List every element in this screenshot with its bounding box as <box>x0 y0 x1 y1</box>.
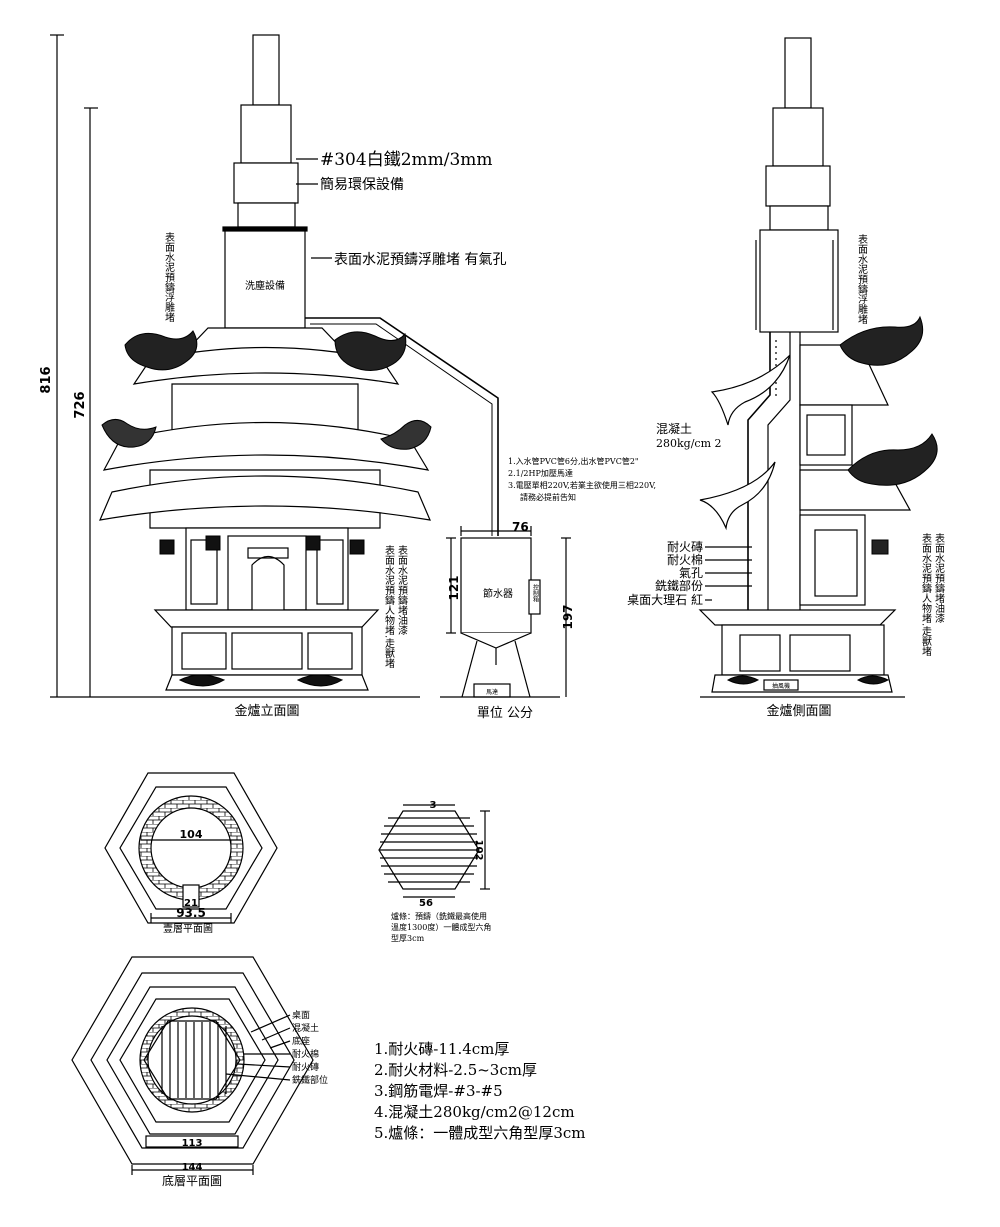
concrete-label: 混凝土 <box>656 421 692 436</box>
water-saver-unit <box>440 526 571 698</box>
side-title: 金爐側面圖 <box>766 703 831 719</box>
water-note-2: 2.1/2HP加壓馬達 <box>508 468 573 478</box>
unit-label: 單位 公分 <box>477 706 533 721</box>
spec-list: 1.耐火磚-11.4cm厚 2.耐火材料-2.5~3cm厚 3.鋼筋電焊-#3-… <box>374 1040 585 1142</box>
plan2-grate-bars <box>161 1022 227 1098</box>
spec-item: 2.耐火材料-2.5~3cm厚 <box>374 1061 537 1079</box>
spec-item: 4.混凝土280kg/cm2@12cm <box>374 1103 575 1121</box>
label-cement-top: 表面水泥預鑄浮雕堵 有氣孔 <box>334 252 506 268</box>
label-steel: #304白鐵2mm/3mm <box>320 150 493 170</box>
water-dim-total: 197 <box>561 604 575 629</box>
plan1-dim-inner: 104 <box>180 828 203 841</box>
water-dim-width: 76 <box>512 520 529 534</box>
plan2-dim-inner: 113 <box>182 1138 203 1149</box>
spec-item: 5.爐條：一體成型六角型厚3cm <box>374 1124 585 1142</box>
plan2-label-4: 耐火棉 <box>292 1048 319 1060</box>
grate-caption-3: 型厚3cm <box>391 934 425 943</box>
vertical-right-note-a: 表面水泥預鑄人物堵.走獸堵 <box>383 544 395 669</box>
side-vertical-a: 表面水泥預鑄人物堵.走獸堵 <box>920 532 932 657</box>
side-vertical-b: 表面水泥預鑄堵油漆 <box>933 532 945 623</box>
side-layer-2: 耐火棉 <box>667 553 703 567</box>
dim-total-label: 816 <box>39 366 54 393</box>
side-layer-4: 銑鐵部份 <box>655 578 703 593</box>
water-note-4: 請務必提前告知 <box>520 492 576 502</box>
spec-item: 3.鋼筋電焊-#3-#5 <box>374 1082 503 1100</box>
spec-item: 1.耐火磚-11.4cm厚 <box>374 1040 509 1058</box>
concrete-spec: 280kg/cm 2 <box>656 437 722 450</box>
dim-body-label: 726 <box>73 391 88 418</box>
water-tank-label: 節水器 <box>483 587 513 600</box>
water-note-3: 3.電壓單相220V,若業主欲使用三相220V, <box>508 480 656 490</box>
dragon-ornaments-elevation <box>101 330 432 687</box>
grate-dim-bottom: 56 <box>419 898 433 909</box>
plan2-title: 底層平面圖 <box>162 1173 222 1188</box>
elevation-view <box>50 34 499 698</box>
plan2-view <box>71 956 314 1175</box>
plan1-title: 壹層平面圖 <box>163 922 213 935</box>
side-vertical-top: 表面水泥預鑄浮雕堵 <box>856 233 868 325</box>
plan2-label-6: 銑鐵部位 <box>292 1074 328 1086</box>
vertical-left-note: 表面水泥預鑄浮雕堵 <box>163 231 175 323</box>
grate-dim-top: 3 <box>430 800 437 811</box>
water-pump-label: 馬達 <box>486 688 498 696</box>
grate-bars <box>380 817 478 883</box>
grate-caption-2: 溫度1300度）一體成型六角 <box>391 922 491 932</box>
water-dim-height: 121 <box>447 575 461 600</box>
plan1-view <box>104 772 278 924</box>
side-layer-1: 耐火磚 <box>667 540 703 554</box>
vertical-right-note-b: 表面水泥預鑄堵油漆 <box>396 544 408 635</box>
grate-view <box>378 804 490 898</box>
side-layer-5: 桌面大理石 紅 <box>627 593 703 607</box>
label-environment: 簡易環保設備 <box>320 177 404 193</box>
plan1-dim-door: 21 <box>184 898 198 909</box>
fan-label: 抽風機 <box>772 682 790 690</box>
dragon-ornaments-side <box>726 315 938 685</box>
plan2-label-1: 桌面 <box>292 1009 310 1021</box>
grate-caption-1: 爐條：預鑄（銑鐵最高使用 <box>391 911 487 921</box>
plan2-label-2: 混凝土 <box>292 1022 319 1034</box>
plan2-label-5: 耐火磚 <box>292 1061 319 1073</box>
side-layer-3: 氣孔 <box>679 566 703 580</box>
plan2-dim-outer: 144 <box>182 1162 203 1173</box>
elevation-title: 金爐立面圖 <box>234 703 299 719</box>
water-notes: 1.入水管PVC管6分,出水管PVC管2" 2.1/2HP加壓馬達 3.電壓單相… <box>508 456 656 502</box>
label-washer: 洗塵設備 <box>245 279 285 292</box>
water-control-label: 控制箱 <box>532 583 539 603</box>
side-view <box>698 37 912 698</box>
plan1-dim-outer: 93.5 <box>176 906 206 920</box>
water-note-1: 1.入水管PVC管6分,出水管PVC管2" <box>508 456 639 466</box>
plan2-label-3: 底座 <box>292 1035 310 1047</box>
grate-dim-height: 102 <box>473 840 484 861</box>
